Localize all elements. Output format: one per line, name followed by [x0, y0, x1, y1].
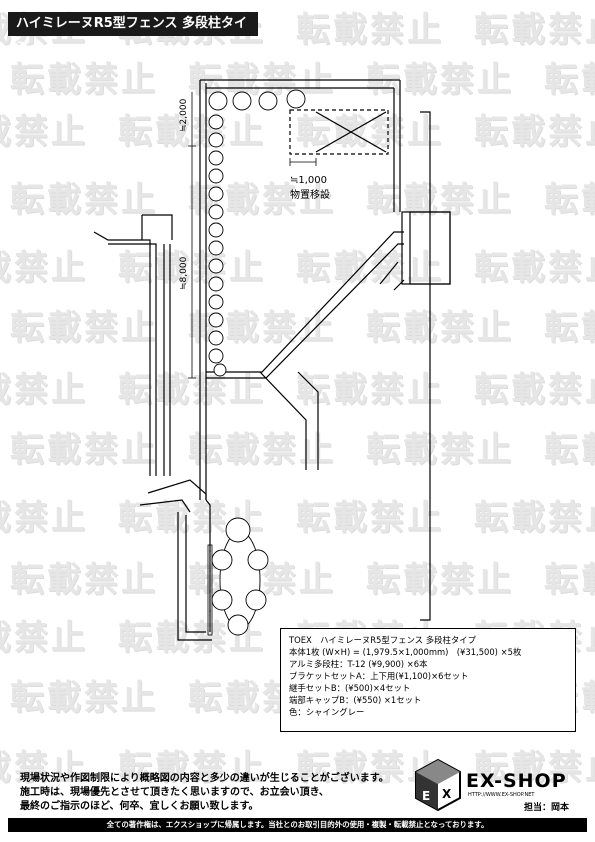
tree-shape [211, 517, 269, 636]
watermark-text: 転載禁止 [0, 748, 88, 788]
watermark-text: 転載禁止 [544, 180, 595, 220]
watermark-text: 転載禁止 [0, 498, 88, 538]
watermark-text: 転載禁止 [366, 180, 514, 220]
road-left-outer [93, 231, 151, 476]
brand-name: EX-SHOP [466, 770, 567, 792]
watermark-text: 転載禁止 [544, 60, 595, 100]
carport-line-c [379, 261, 399, 285]
page-title: ハイミレーヌR5型フェンス 多段柱タイプ [8, 12, 258, 55]
fence-posts-mini [207, 544, 213, 636]
watermark-text: 転載禁止 [544, 430, 595, 470]
watermark-text: 転載禁止 [10, 60, 158, 100]
spec-line: TOEX ハイミレーヌR5型フェンス 多段柱タイプ [289, 635, 476, 645]
watermark-text: 転載禁止 [474, 498, 595, 538]
watermark-text: 転載禁止 [366, 430, 514, 470]
lower-wall-right [185, 515, 206, 633]
copyright-footer: 全ての著作権は、エクスショップに帰属します。当社とのお取引目的外の使用・複製・転… [8, 818, 587, 832]
storage-target [401, 211, 451, 285]
fence-line-inner [206, 243, 404, 379]
watermark-text: 転載禁止 [118, 370, 266, 410]
lower-wall-left [177, 512, 212, 641]
watermark-text: 転載禁止 [118, 112, 266, 152]
note-line: 最終のご指示のほど、何卒、宜しくお願い致します。 [20, 801, 259, 812]
watermark-text: 転載禁止 [188, 430, 336, 470]
watermark-text: 転載禁止 [474, 112, 595, 152]
svg-text:X: X [442, 787, 452, 801]
carport-line-b [297, 371, 319, 470]
watermark-text: 転載禁止 [474, 10, 595, 50]
watermark-text: 転載禁止 [296, 370, 444, 410]
storage-target-inner [409, 211, 451, 285]
watermark-text: 転載禁止 [10, 560, 158, 600]
carport-line-d [393, 279, 405, 291]
watermark-text: 転載禁止 [118, 748, 266, 788]
watermark-text: 転載禁止 [544, 560, 595, 600]
lower-wall-mid [205, 499, 211, 632]
watermark-text: 転載禁止 [296, 112, 444, 152]
ex-shop-cube-icon: E X [415, 758, 461, 812]
dim-top-label: ≒2,000 [179, 98, 189, 132]
watermark-text: 転載禁止 [544, 308, 595, 348]
spec-line: アルミ多段柱：T-12 (¥9,900) ×6本 [289, 659, 428, 669]
right-building-bracket [420, 111, 431, 621]
diagonal-road-upper [147, 479, 207, 500]
watermark-text: 転載禁止 [10, 180, 158, 220]
watermark-text: 転載禁止 [10, 308, 158, 348]
watermark-text: 転載禁止 [0, 370, 88, 410]
brand-url: HTTP://WWW.EX-SHOP.NET [468, 792, 535, 798]
watermark-text: 転載禁止 [474, 248, 595, 288]
spec-line: 端部キャップB：(¥550) ×1セット [289, 695, 422, 705]
notes-block: 現場状況や作図制限により概略図の内容と多少の違いが生じることがございます。 施工… [20, 772, 389, 814]
spec-line: 継手セットB：(¥500)×4セット [289, 683, 411, 693]
relocate-label: 物置移設 [290, 188, 330, 201]
spec-box: TOEX ハイミレーヌR5型フェンス 多段柱タイプ 本体1枚 (W×H) = (… [280, 628, 576, 732]
diagonal-road-lower [139, 499, 191, 513]
note-line: 現場状況や作図制限により概略図の内容と多少の違いが生じることがございます。 [20, 773, 389, 784]
watermark-text: 転載禁止 [296, 498, 444, 538]
hedge-shrubs [208, 89, 306, 377]
watermark-text: 転載禁止 [366, 560, 514, 600]
road-left-inner [108, 243, 157, 476]
ex-shop-logo: E X EX-SHOP HTTP://WWW.EX-SHOP.NET 担当：岡本 [414, 758, 584, 814]
watermark-text: 転載禁止 [10, 678, 158, 718]
spec-line: 本体1枚 (W×H) = (1,979.5×1,000mm) (¥31,500)… [289, 647, 522, 657]
watermark-text: 転載禁止 [0, 248, 88, 288]
dim-side-label: ≒8,000 [179, 256, 189, 290]
watermark-text: 転載禁止 [0, 618, 88, 658]
watermark-text: 転載禁止 [296, 248, 444, 288]
watermark-text: 転載禁止 [366, 308, 514, 348]
dim-small-label: ≒1,000 [290, 175, 327, 186]
shed-existing [289, 109, 389, 155]
note-line: 施工時は、現場優先とさせて頂きたく思いますので、お立会い頂き、 [20, 787, 329, 798]
watermark-text: 転載禁止 [118, 248, 266, 288]
spec-line: 色：シャイングレー [289, 707, 365, 717]
watermark-text: 転載禁止 [296, 10, 444, 50]
svg-text:E: E [422, 789, 430, 803]
watermark-text: 転載禁止 [10, 430, 158, 470]
road-step-box [142, 214, 173, 240]
person-in-charge: 担当：岡本 [524, 803, 570, 813]
spec-line: ブラケットセットA：上下用(¥1,100)×6セット [289, 671, 469, 681]
watermark-text: 転載禁止 [474, 748, 595, 788]
watermark-text: 転載禁止 [0, 112, 88, 152]
fence-line [206, 231, 404, 373]
watermark-text: 転載禁止 [474, 370, 595, 410]
carport-line-a [259, 371, 307, 470]
